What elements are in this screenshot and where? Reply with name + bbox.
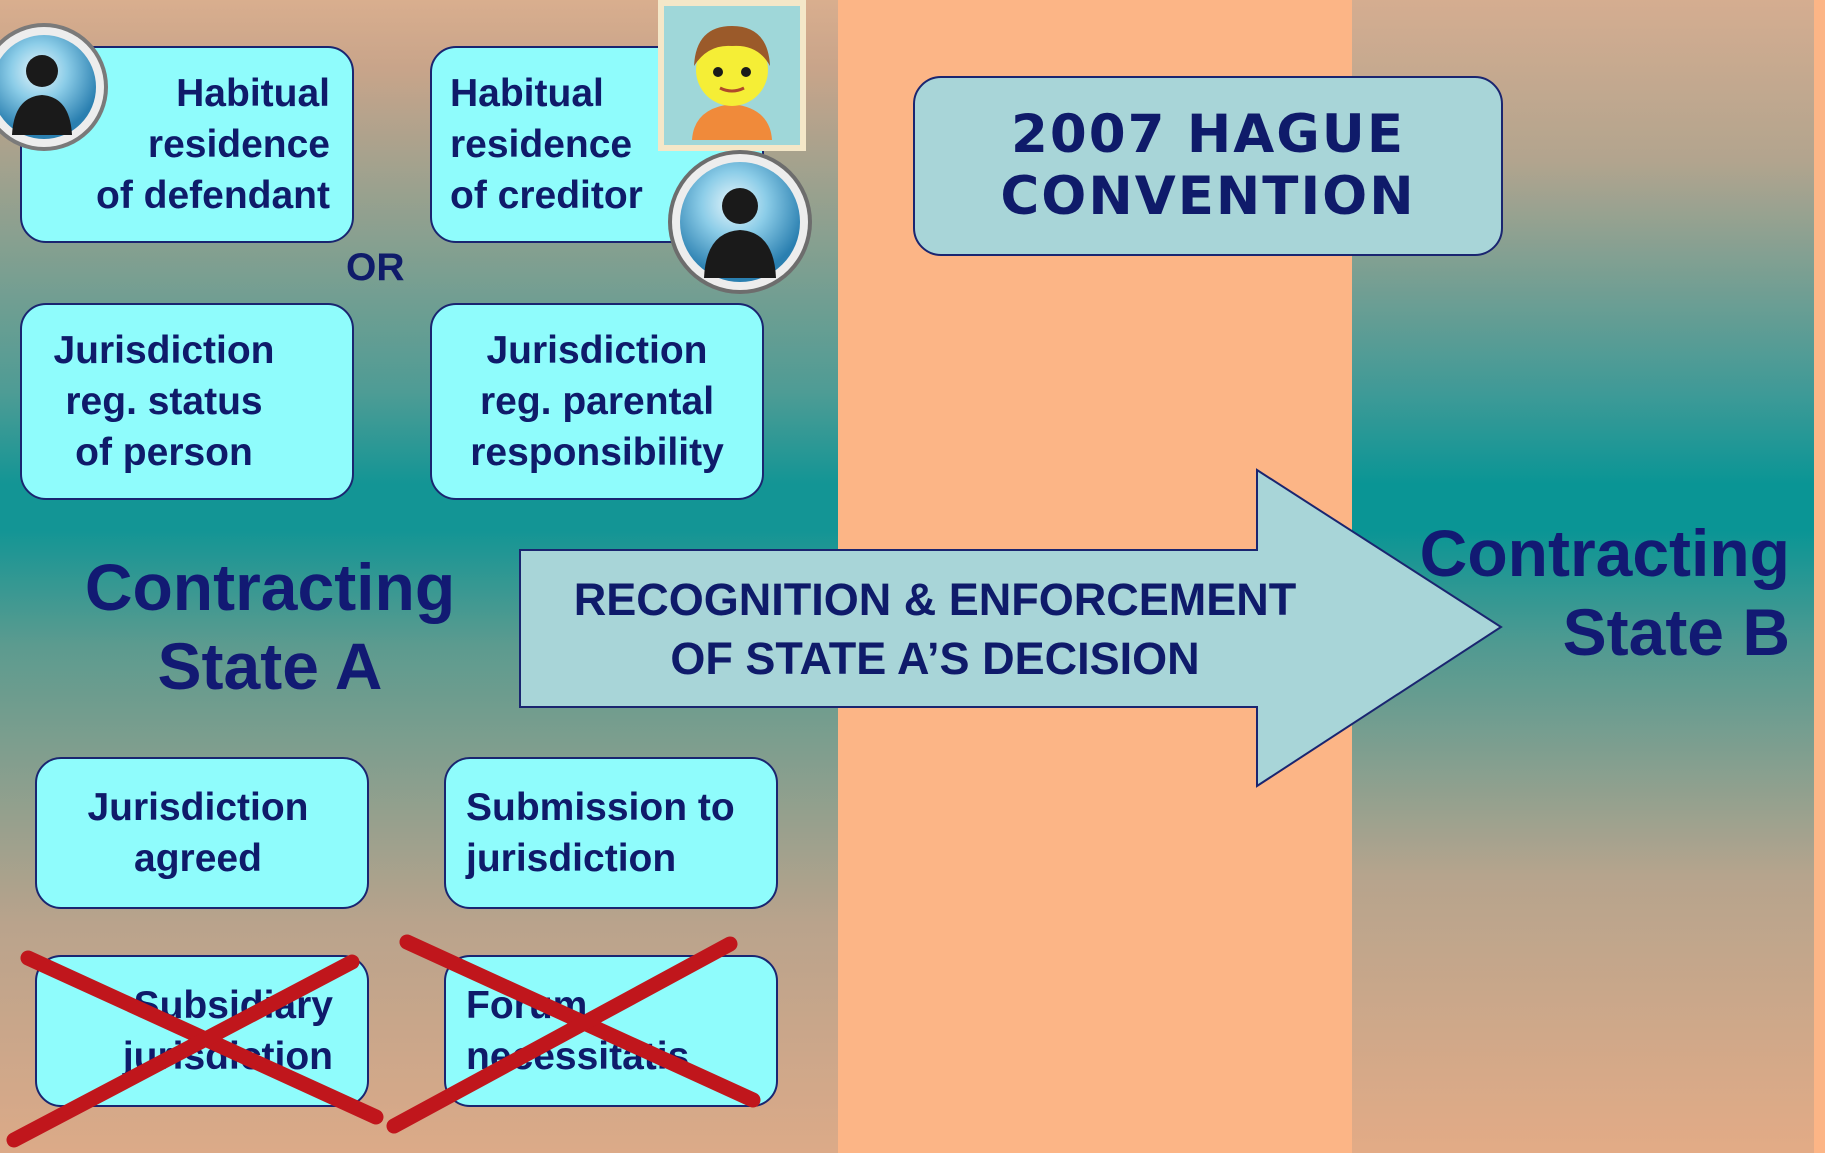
subsidiary-jurisdiction-box: Subsidiary jurisdiction — [35, 955, 369, 1107]
habitual-residence-defendant-text: Habitual residence of defendant — [96, 72, 330, 217]
subsidiary-jurisdiction-text: Subsidiary jurisdiction — [122, 984, 333, 1078]
habitual-residence-defendant-box: Habitual residence of defendant — [20, 46, 354, 243]
hague-convention-title: 2007 HAGUE CONVENTION — [1000, 104, 1416, 227]
jurisdiction-parental-box: Jurisdiction reg. parental responsibilit… — [430, 303, 764, 500]
submission-to-jurisdiction-box: Submission to jurisdiction — [444, 757, 778, 909]
or-connector-label: OR — [346, 246, 405, 289]
hague-convention-box: 2007 HAGUE CONVENTION — [913, 76, 1503, 256]
contracting-state-b-label: Contracting State B — [1419, 516, 1790, 669]
forum-necessitatis-text: Forum necessitatis — [466, 984, 690, 1078]
person-silhouette-icon — [668, 150, 812, 294]
arrow-label: RECOGNITION & ENFORCEMENT OF STATE A’S D… — [573, 574, 1297, 684]
habitual-residence-creditor-text: Habitual residence of creditor — [450, 72, 643, 217]
forum-necessitatis-box: Forum necessitatis — [444, 955, 778, 1107]
jurisdiction-status-text: Jurisdiction reg. status of person — [53, 329, 275, 474]
contracting-state-a-label: Contracting State A — [84, 550, 456, 703]
submission-to-jurisdiction-text: Submission to jurisdiction — [466, 786, 735, 880]
person-silhouette-icon — [0, 23, 108, 151]
jurisdiction-agreed-box: Jurisdiction agreed — [35, 757, 369, 909]
jurisdiction-parental-text: Jurisdiction reg. parental responsibilit… — [470, 329, 724, 474]
jurisdiction-agreed-text: Jurisdiction agreed — [87, 786, 309, 880]
right-edge-strip — [1814, 0, 1825, 1153]
child-face-icon — [658, 0, 806, 151]
jurisdiction-status-box: Jurisdiction reg. status of person — [20, 303, 354, 500]
arrow-shape — [519, 468, 1503, 788]
